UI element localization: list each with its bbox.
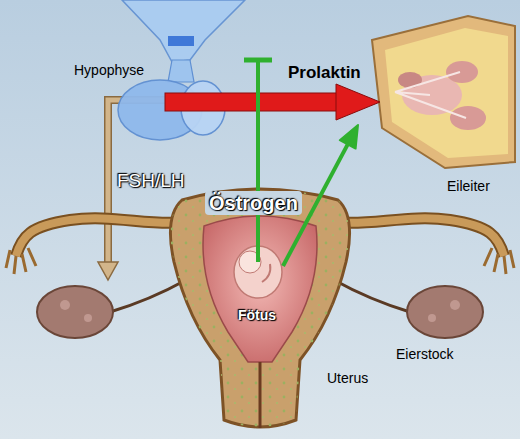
tube-outline <box>16 218 184 256</box>
hypothalamus <box>122 0 245 62</box>
arrow-head <box>98 262 118 280</box>
lobule <box>450 106 486 130</box>
fimbriae <box>6 248 36 274</box>
cervical-canal <box>259 362 262 428</box>
organ-label: Eileiter <box>447 178 490 195</box>
breast-tissue <box>372 16 515 168</box>
follicle <box>428 314 436 322</box>
organ-label: Eierstock <box>396 346 454 363</box>
hormone-label: FSH/LH <box>117 170 185 193</box>
follicle <box>84 314 92 322</box>
follicle <box>60 300 70 310</box>
milk-duct <box>395 72 466 118</box>
breast-outline <box>372 16 515 168</box>
hormone-label: Prolaktin <box>288 63 361 83</box>
ovary-right <box>407 286 483 338</box>
tube-outline <box>336 218 504 256</box>
organ-label: Uterus <box>327 370 368 387</box>
arrow-head <box>336 84 380 120</box>
inhibition-bar <box>244 58 272 63</box>
arrow-shaft <box>165 93 337 111</box>
fat-tissue <box>385 28 508 158</box>
ovarian-ligament <box>334 280 410 312</box>
estrogen-arrows <box>244 60 358 266</box>
inhibition-line <box>256 60 260 262</box>
follicle <box>450 300 460 310</box>
fimbriae <box>484 248 514 274</box>
ovary-left <box>37 286 113 338</box>
fetus-limb <box>262 264 270 282</box>
organ-label: Fötus <box>238 307 276 324</box>
stalk-band <box>168 36 194 46</box>
ovarian-ligament <box>110 280 186 312</box>
lobule <box>446 61 478 83</box>
organ-label: Hypophyse <box>74 62 144 79</box>
tube-left <box>16 218 184 256</box>
tube-right <box>336 218 504 256</box>
pituitary-stalk <box>168 60 194 82</box>
hormone-label: Östrogen <box>205 191 302 215</box>
arrow-head <box>340 125 358 149</box>
prolactin-arrow <box>165 84 380 120</box>
